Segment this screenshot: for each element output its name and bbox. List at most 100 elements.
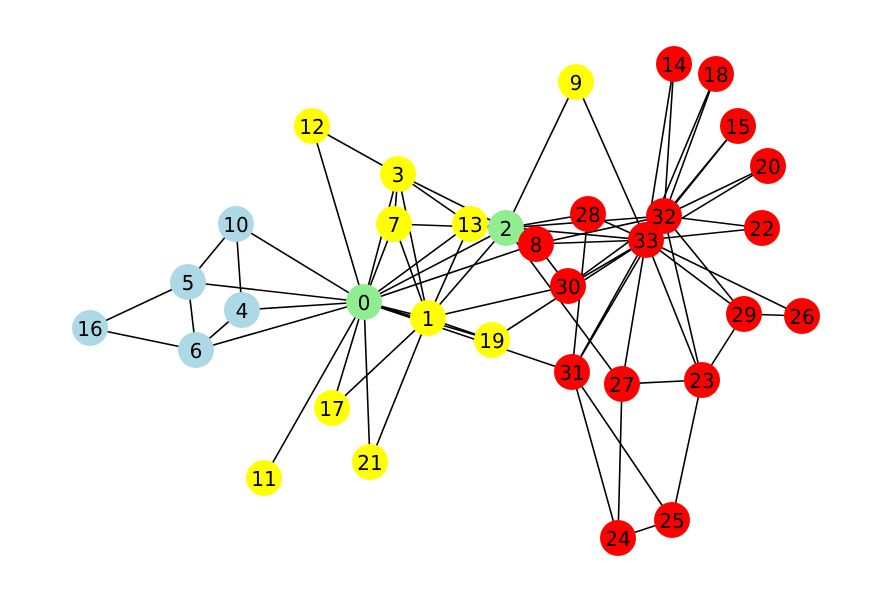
edge-layer (89, 63, 803, 539)
node-label-3: 3 (392, 163, 405, 187)
edge-6-16 (89, 327, 197, 351)
edge-1-17 (331, 317, 429, 409)
node-circle-3 (380, 156, 416, 192)
node-5: 5 (170, 264, 206, 300)
edge-0-10 (235, 223, 365, 303)
node-circle-15 (720, 108, 756, 144)
node-circle-0 (346, 284, 382, 320)
node-circle-19 (474, 322, 510, 358)
edge-29-32 (663, 215, 745, 315)
node-circle-21 (352, 444, 388, 480)
edge-5-16 (89, 281, 189, 329)
node-circle-17 (314, 390, 350, 426)
node-31: 31 (554, 354, 590, 390)
node-8: 8 (518, 226, 554, 262)
edge-23-25 (671, 379, 703, 521)
node-label-27: 27 (609, 373, 634, 397)
node-circle-5 (170, 264, 206, 300)
node-7: 7 (376, 206, 412, 242)
edge-8-33 (535, 239, 647, 245)
edge-23-32 (663, 215, 703, 381)
edge-9-33 (575, 81, 647, 241)
edge-0-4 (241, 301, 365, 311)
edge-0-8 (363, 243, 537, 303)
node-27: 27 (604, 366, 640, 402)
node-label-6: 6 (190, 339, 203, 363)
edge-22-33 (645, 227, 763, 241)
edge-0-6 (195, 301, 365, 351)
edge-18-32 (663, 73, 717, 217)
node-1: 1 (410, 300, 446, 336)
node-circle-1 (410, 300, 446, 336)
edge-29-33 (645, 239, 745, 315)
node-label-11: 11 (251, 467, 276, 491)
edge-0-21 (363, 301, 371, 463)
node-circle-2 (488, 210, 524, 246)
node-2: 2 (488, 210, 524, 246)
edge-0-17 (331, 301, 365, 409)
node-label-30: 30 (555, 275, 580, 299)
node-label-18: 18 (703, 63, 728, 87)
node-circle-25 (654, 502, 690, 538)
edge-0-2 (363, 227, 507, 303)
node-28: 28 (570, 196, 606, 232)
node-circle-6 (178, 332, 214, 368)
node-label-0: 0 (358, 291, 371, 315)
edge-8-32 (535, 215, 665, 245)
node-circle-33 (628, 222, 664, 258)
node-12: 12 (294, 108, 330, 144)
node-circle-28 (570, 196, 606, 232)
edge-1-30 (427, 285, 569, 319)
edge-27-33 (621, 239, 647, 385)
node-circle-18 (698, 56, 734, 92)
node-0: 0 (346, 284, 382, 320)
node-18: 18 (698, 56, 734, 92)
node-9: 9 (558, 64, 594, 100)
node-20: 20 (750, 148, 786, 184)
edge-0-5 (187, 281, 365, 303)
edge-24-27 (617, 383, 623, 539)
node-circle-11 (246, 460, 282, 496)
edge-20-32 (663, 165, 769, 217)
node-label-9: 9 (570, 71, 583, 95)
edge-31-33 (571, 239, 647, 373)
node-13: 13 (452, 206, 488, 242)
node-26: 26 (784, 298, 820, 334)
edge-24-31 (571, 371, 619, 539)
node-label-31: 31 (559, 361, 584, 385)
node-label-1: 1 (422, 307, 435, 331)
node-circle-4 (224, 292, 260, 328)
node-label-25: 25 (659, 509, 684, 533)
edge-0-31 (363, 301, 573, 373)
node-circle-10 (218, 206, 254, 242)
node-label-21: 21 (357, 451, 382, 475)
node-21: 21 (352, 444, 388, 480)
node-label-29: 29 (731, 303, 756, 327)
node-label-12: 12 (299, 115, 324, 139)
node-19: 19 (474, 322, 510, 358)
node-label-20: 20 (755, 155, 780, 179)
node-circle-26 (784, 298, 820, 334)
node-circle-8 (518, 226, 554, 262)
node-label-15: 15 (725, 115, 750, 139)
edge-25-31 (571, 371, 673, 521)
node-circle-16 (72, 310, 108, 346)
node-circle-22 (744, 210, 780, 246)
edge-26-33 (645, 239, 803, 317)
node-label-8: 8 (530, 233, 543, 257)
edge-1-2 (427, 227, 507, 319)
node-label-24: 24 (605, 527, 630, 551)
node-14: 14 (656, 46, 692, 82)
node-circle-30 (550, 268, 586, 304)
node-15: 15 (720, 108, 756, 144)
edge-2-9 (505, 81, 577, 229)
node-label-7: 7 (388, 213, 401, 237)
edge-1-21 (369, 317, 429, 463)
node-label-2: 2 (500, 217, 513, 241)
node-label-28: 28 (575, 203, 600, 227)
node-circle-27 (604, 366, 640, 402)
edge-0-11 (263, 301, 365, 479)
node-4: 4 (224, 292, 260, 328)
node-10: 10 (218, 206, 254, 242)
